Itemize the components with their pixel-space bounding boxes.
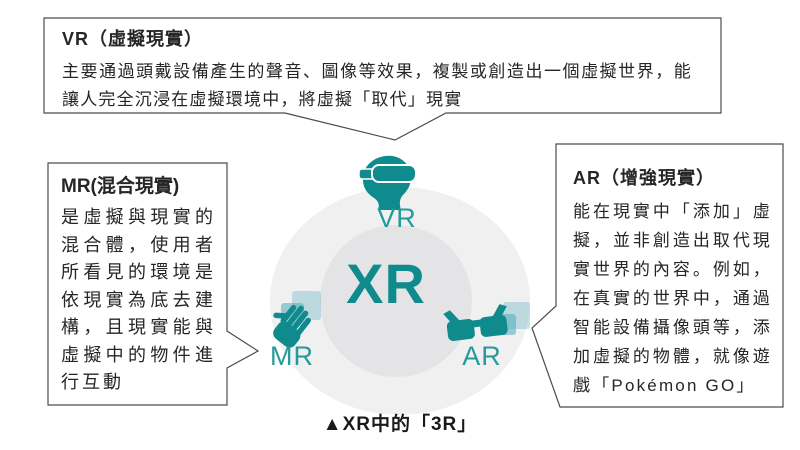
- xr-inner-circle: [320, 225, 472, 377]
- xr-center-label: XR: [346, 252, 426, 315]
- mr-hand-icon: [266, 302, 316, 354]
- mr-callout-title: MR(混合現實): [61, 176, 180, 197]
- vr-callout-title: VR（虛擬現實）: [62, 29, 204, 49]
- vr-callout-bubble: [43, 17, 722, 141]
- mr-node-label: MR: [270, 341, 314, 371]
- vr-headset-icon: [352, 154, 424, 210]
- caption-triangle-marker: ▲: [322, 414, 343, 435]
- mr-callout: MR(混合現實) 是虛擬與現實的混合體，使用者所看見的環境是依現實為底去建構，且…: [61, 171, 216, 397]
- figure-caption-text: XR中的「3R」: [342, 414, 478, 435]
- figure-caption: ▲XR中的「3R」: [270, 409, 530, 436]
- ar-glasses-icon: [442, 302, 512, 350]
- ar-node-label: AR: [462, 341, 502, 371]
- ar-callout: AR（增強現實） 能在現實中「添加」虛擬，並非創造出取代現實世界的內容。例如，在…: [573, 164, 772, 400]
- mr-callout-body: 是虛擬與現實的混合體，使用者所看見的環境是依現實為底去建構，且現實能與虛擬中的物…: [61, 207, 216, 392]
- vr-callout-body: 主要通過頭戴設備產生的聲音、圖像等效果，複製或創造出一個虛擬世界，能讓人完全沉浸…: [62, 62, 692, 109]
- ar-callout-title: AR（增強現實）: [573, 168, 715, 188]
- ar-callout-bubble: [531, 143, 784, 408]
- ar-callout-body: 能在現實中「添加」虛擬，並非創造出取代現實世界的內容。例如，在真實的世界中，通過…: [573, 202, 772, 395]
- vr-callout: VR（虛擬現實） 主要通過頭戴設備產生的聲音、圖像等效果，複製或創造出一個虛擬世…: [62, 25, 692, 114]
- vr-node-label: VR: [377, 203, 417, 233]
- mr-callout-bubble: [47, 162, 260, 406]
